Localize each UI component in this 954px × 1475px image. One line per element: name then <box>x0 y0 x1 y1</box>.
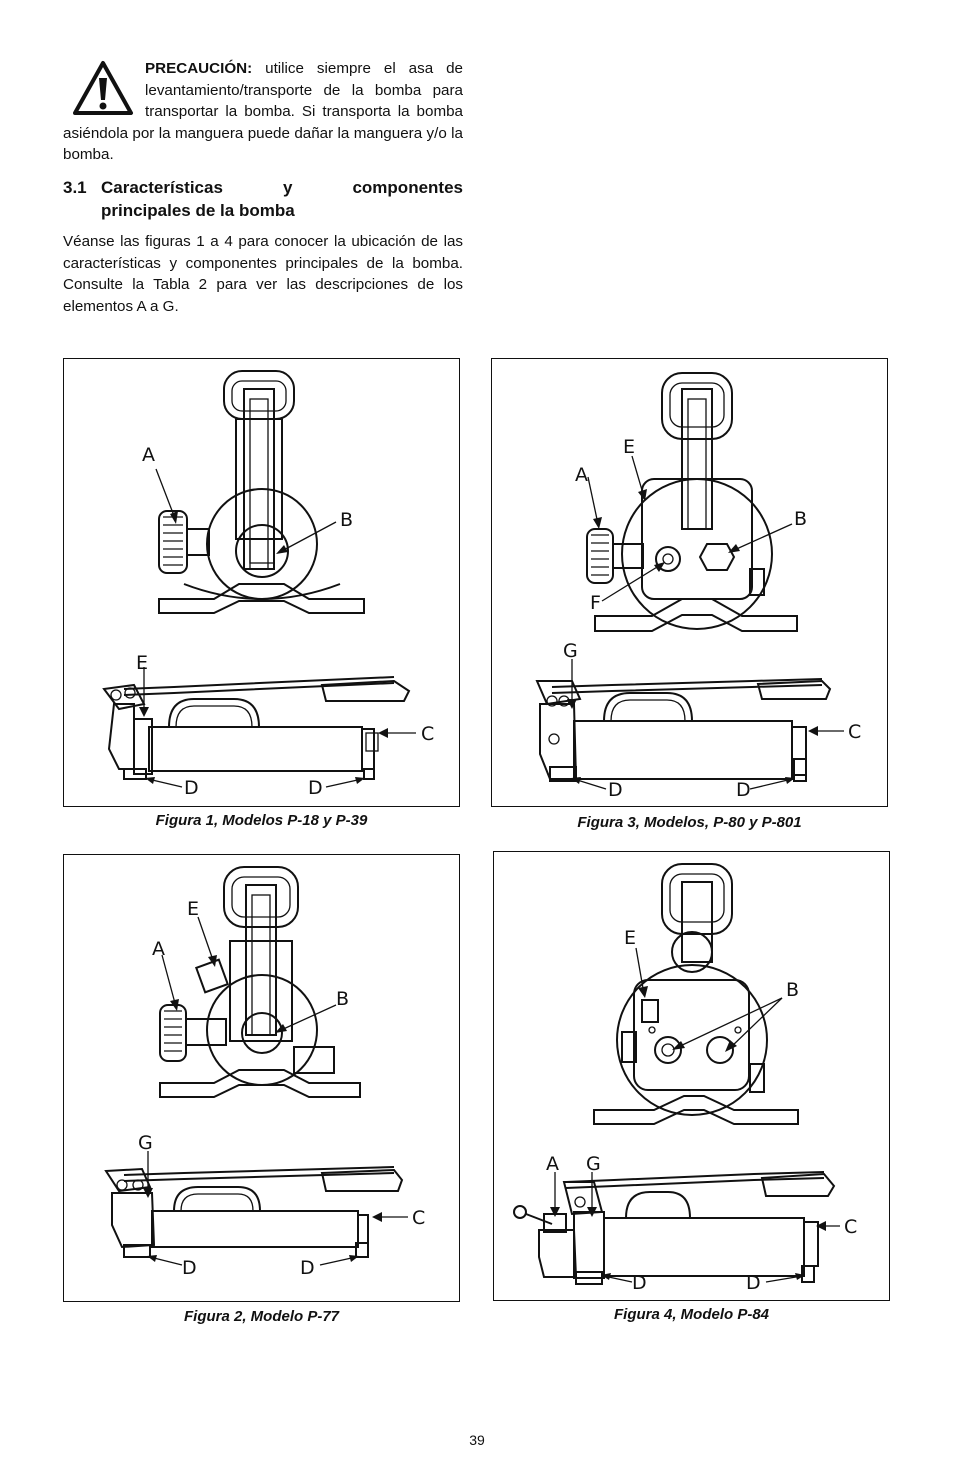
warning-icon <box>73 61 133 115</box>
pump-front-view <box>586 372 798 632</box>
pump-side-view <box>513 1171 836 1285</box>
figure-3: A E B F G C D D <box>491 358 888 807</box>
figure-4: E B A G C D D <box>493 851 890 1301</box>
figure-1-caption: Figura 1, Modelos P-18 y P-39 <box>155 812 368 829</box>
section-heading: 3.1 Características y componentes princi… <box>63 176 463 222</box>
label-c: C <box>848 721 861 743</box>
label-d1: D <box>182 1257 197 1279</box>
pump-front-view <box>158 370 365 614</box>
pump-front-view <box>159 866 361 1098</box>
section-title-line1: Características y componentes <box>101 178 463 197</box>
caution-label: PRECAUCIÓN: <box>145 60 253 77</box>
label-d2: D <box>308 777 323 799</box>
label-b: B <box>786 979 799 1001</box>
label-b: B <box>794 508 807 530</box>
label-d1: D <box>608 779 623 801</box>
label-e: E <box>624 927 636 949</box>
label-a: A <box>546 1153 559 1175</box>
label-e: E <box>136 652 148 674</box>
figure-3-caption: Figura 3, Modelos, P-80 y P-801 <box>577 814 802 831</box>
label-d2: D <box>736 779 751 801</box>
label-g: G <box>586 1153 601 1175</box>
pump-side-view <box>535 678 832 782</box>
label-d1: D <box>632 1272 647 1294</box>
figure-4-drawing: E B A G C D D <box>513 863 857 1294</box>
label-c: C <box>421 723 434 745</box>
label-b: B <box>336 988 349 1010</box>
pump-side-view <box>102 676 411 780</box>
label-g: G <box>138 1132 153 1154</box>
figure-1-drawing: A B E C D D <box>102 370 434 799</box>
label-a: A <box>152 938 165 960</box>
caution-paragraph: PRECAUCIÓN: utilice siempre el asa de le… <box>63 58 463 166</box>
label-a: A <box>142 444 155 466</box>
section-title-line2: principales de la bomba <box>101 201 295 220</box>
figure-2-caption: Figura 2, Modelo P-77 <box>183 1308 340 1325</box>
label-a: A <box>575 464 588 486</box>
label-d2: D <box>300 1257 315 1279</box>
label-e: E <box>623 436 635 458</box>
label-c: C <box>844 1216 857 1238</box>
caution-text: utilice siempre el asa de levantamiento/… <box>63 60 463 163</box>
figure-3-drawing: A E B F G C D D <box>535 372 861 801</box>
figure-2: E A B G C D D <box>63 854 460 1302</box>
label-c: C <box>412 1207 425 1229</box>
pump-side-view <box>104 1166 404 1258</box>
label-g: G <box>563 640 578 662</box>
figure-4-caption: Figura 4, Modelo P-84 <box>613 1306 770 1323</box>
page-number: 39 <box>469 1432 485 1448</box>
label-e: E <box>187 898 199 920</box>
label-f: F <box>590 592 601 614</box>
label-d1: D <box>184 777 199 799</box>
pump-front-view <box>593 863 799 1125</box>
label-d2: D <box>746 1272 761 1294</box>
figure-1: A B E C D D <box>63 358 460 807</box>
section-body: Véanse las figuras 1 a 4 para conocer la… <box>63 233 463 315</box>
figure-2-drawing: E A B G C D D <box>104 866 425 1279</box>
section-number: 3.1 <box>63 178 87 197</box>
label-b: B <box>340 509 353 531</box>
